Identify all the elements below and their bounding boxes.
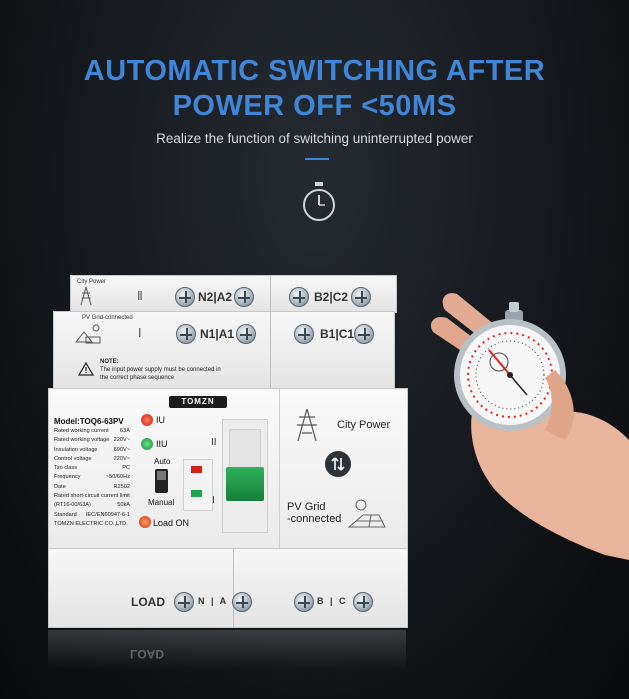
- pylon-icon: [80, 286, 92, 306]
- load-module: LOAD N | A B | C: [48, 548, 408, 628]
- title-divider: [305, 158, 329, 160]
- rail-mark-i: Ⅰ: [138, 326, 142, 340]
- green-handle[interactable]: [226, 467, 264, 501]
- subtitle: Realize the function of switching uninte…: [156, 131, 473, 146]
- screw-c2: [351, 287, 371, 307]
- screw-n2: [175, 287, 195, 307]
- manual-label: Manual: [148, 498, 175, 507]
- maker-label: TOMZN ELECTRIC CO.,LTD.: [54, 520, 128, 527]
- iiu-led: [141, 438, 153, 450]
- spec-row: Frequency~50/60Hz: [54, 474, 130, 481]
- iu-led: [141, 414, 153, 426]
- top-module: City Power Ⅱ N2|A2 B2|C2: [70, 275, 397, 313]
- terminal-n2a2: N2|A2: [198, 290, 233, 304]
- position-ii: II: [211, 437, 217, 448]
- model-label: Model:TOQ6-63PV: [54, 417, 124, 426]
- pylon-icon: [297, 408, 317, 442]
- screw-a2: [234, 287, 254, 307]
- mid-module: PV Grid-connected Ⅰ N1|A1 B1|C1 NOTE: Th…: [53, 311, 395, 391]
- screw-c1: [354, 324, 374, 344]
- load-label: LOAD: [131, 595, 165, 609]
- hand-stopwatch-image: [430, 293, 629, 560]
- auto-label: Auto: [154, 457, 171, 466]
- note-line-1: The input power supply must be connected…: [100, 367, 221, 373]
- screw-c: [353, 592, 373, 612]
- module-seam: [270, 276, 271, 312]
- terminal-na: N | A: [198, 596, 227, 606]
- iiu-label: IIU: [156, 439, 168, 449]
- screw-n1: [176, 324, 196, 344]
- atse-device: City Power Ⅱ N2|A2 B2|C2 PV Grid-connect…: [48, 275, 408, 630]
- short-circuit-row: (RT16-00/63A)50kA: [54, 502, 130, 509]
- position-i: I: [212, 495, 215, 506]
- terminal-b1c1: B1|C1: [320, 327, 355, 341]
- panel-seam: [279, 389, 280, 549]
- screw-b2: [289, 287, 309, 307]
- terminal-n1a1: N1|A1: [200, 327, 235, 341]
- screw-b: [294, 592, 314, 612]
- device-reflection: [48, 630, 406, 670]
- module-seam: [270, 312, 271, 390]
- load-on-led: [139, 516, 151, 528]
- warning-icon: [78, 362, 94, 376]
- headline-line-2: POWER OFF <50MS: [172, 90, 457, 122]
- note-line-2: the correct phase sequence: [100, 375, 175, 381]
- iu-label: IU: [156, 415, 165, 425]
- solar-house-icon: [347, 499, 386, 528]
- screw-a1: [236, 324, 256, 344]
- terminal-bc: B | C: [317, 596, 346, 606]
- transfer-icon: [325, 451, 351, 477]
- stopwatch-icon: [303, 182, 335, 221]
- pv-grid-label: PV Grid -connected: [287, 501, 342, 525]
- status-window: [183, 459, 213, 511]
- status-red: [191, 466, 202, 473]
- note-title: NOTE:: [100, 359, 119, 365]
- solar-house-icon: [74, 324, 101, 344]
- module-seam: [233, 549, 234, 627]
- headline-line-1: AUTOMATIC SWITCHING AFTER: [83, 55, 546, 87]
- screw-a: [232, 592, 252, 612]
- short-circuit-line: Rated short-circuit current limit: [54, 493, 130, 500]
- brand-badge: TOMZN: [169, 396, 227, 408]
- screw-b1: [294, 324, 314, 344]
- auto-manual-knob: [157, 471, 166, 480]
- load-on-label: Load ON: [153, 518, 190, 528]
- city-power-label: City Power: [337, 419, 391, 431]
- terminal-b2c2: B2|C2: [314, 290, 349, 304]
- status-green: [191, 490, 202, 497]
- reflection-load-label: LOAD: [130, 647, 164, 661]
- handle-upper: [229, 429, 261, 471]
- top-module-label: City Power: [77, 279, 107, 285]
- mid-module-label: PV Grid-connected: [82, 315, 133, 321]
- rail-mark-ii: Ⅱ: [137, 289, 143, 303]
- screw-n: [174, 592, 194, 612]
